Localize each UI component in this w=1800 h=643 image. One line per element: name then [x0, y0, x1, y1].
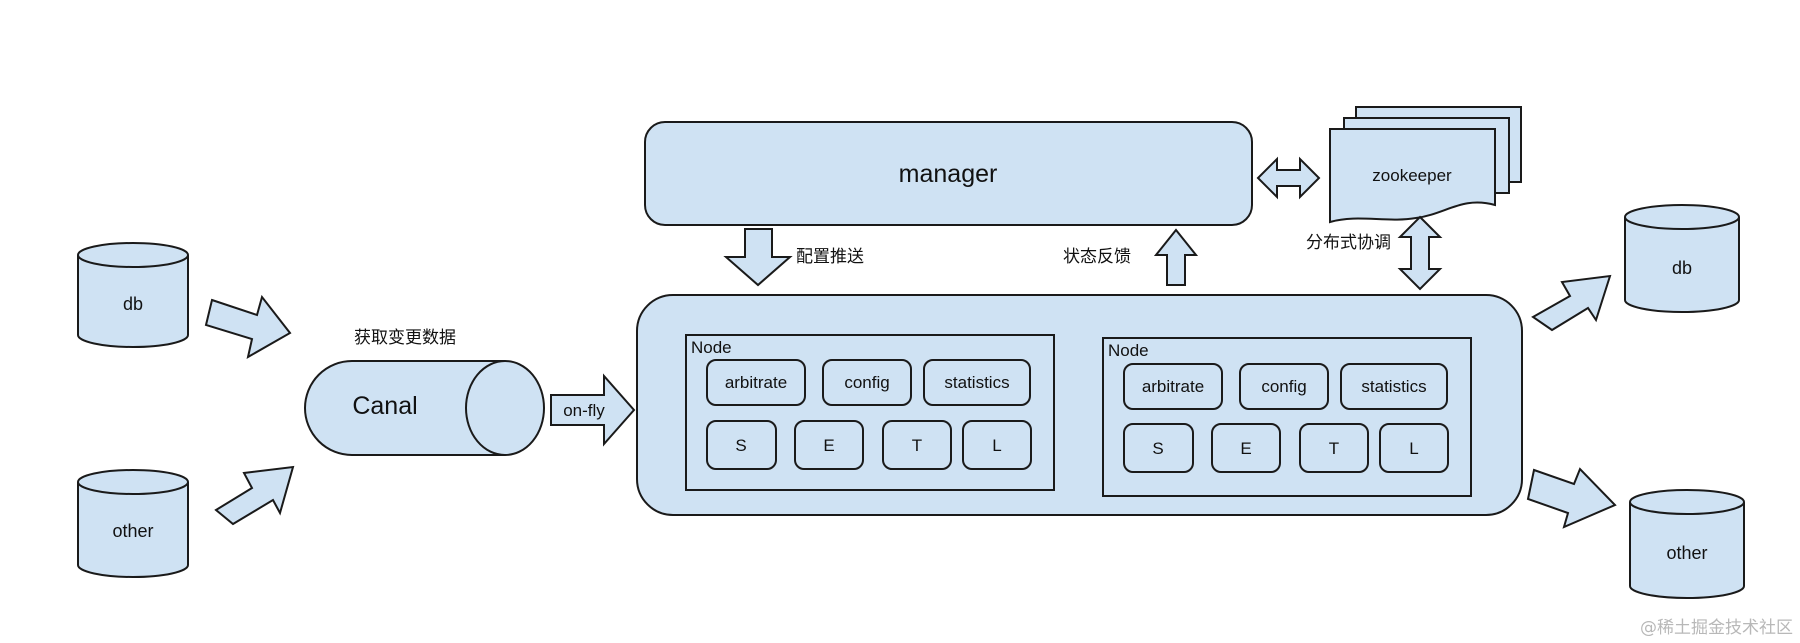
node-right-title: Node	[1108, 341, 1149, 360]
node-left-e	[794, 420, 864, 470]
node-left-l-label: L	[992, 436, 1001, 455]
node-left-s	[706, 420, 777, 470]
source-db-label: db	[123, 294, 143, 314]
node-left-e-label: E	[823, 436, 834, 455]
node-right-t-label: T	[1329, 439, 1339, 458]
target-other-cylinder: other	[1629, 489, 1745, 599]
manager-label: manager	[899, 160, 998, 188]
target-db-cylinder: db	[1624, 204, 1740, 313]
node-right-config-label: config	[1261, 377, 1306, 396]
node-right-arbitrate-label: arbitrate	[1142, 377, 1204, 396]
canal-cylinder: Canal	[304, 360, 545, 456]
manager-box	[644, 121, 1253, 226]
zookeeper-label: zookeeper	[1372, 166, 1452, 185]
node-left-config	[822, 359, 912, 406]
to-target-other-arrow	[1526, 467, 1617, 529]
node-right-s-label: S	[1152, 439, 1163, 458]
node-right-arbitrate	[1123, 363, 1223, 410]
node-left-t-label: T	[912, 436, 922, 455]
node-right-config	[1239, 363, 1329, 410]
coordination-arrow	[1397, 215, 1443, 291]
node-left-arbitrate	[706, 359, 806, 406]
node-left-s-label: S	[735, 436, 746, 455]
node-left-arbitrate-label: arbitrate	[725, 373, 787, 392]
to-target-db-arrow	[1531, 274, 1612, 332]
node-right-statistics-label: statistics	[1361, 377, 1426, 396]
source-db-cylinder: db	[77, 242, 189, 348]
node-right-e	[1211, 423, 1281, 473]
source-other-label: other	[112, 521, 153, 541]
other-to-canal-arrow	[214, 465, 295, 526]
node-panel-left: Node arbitrate config statistics S E T L	[685, 334, 1055, 491]
target-db-label: db	[1672, 258, 1692, 278]
node-left-title: Node	[691, 338, 732, 357]
node-right-statistics	[1340, 363, 1448, 410]
status-feedback-label: 状态反馈	[1063, 247, 1131, 267]
target-other-label: other	[1666, 543, 1707, 563]
zookeeper-stack: zookeeper	[1329, 106, 1522, 224]
status-feedback-arrow	[1153, 228, 1199, 286]
node-left-l	[962, 420, 1032, 470]
node-left-t	[882, 420, 952, 470]
node-left-config-label: config	[844, 373, 889, 392]
config-push-arrow	[723, 228, 793, 287]
node-right-l-label: L	[1409, 439, 1418, 458]
manager-zookeeper-arrow	[1256, 156, 1321, 200]
coordination-label: 分布式协调	[1306, 233, 1391, 253]
canal-label: Canal	[352, 392, 417, 420]
onfly-label: on-fly	[563, 401, 605, 420]
source-other-cylinder: other	[77, 469, 189, 578]
db-to-canal-arrow	[204, 294, 292, 359]
node-right-s	[1123, 423, 1194, 473]
node-panel-right: Node arbitrate config statistics S E T L	[1102, 337, 1472, 497]
watermark-text: @稀土掘金技术社区	[1640, 618, 1793, 638]
node-left-statistics	[923, 359, 1031, 406]
node-left-statistics-label: statistics	[944, 373, 1009, 392]
node-right-l	[1379, 423, 1449, 473]
canal-caption: 获取变更数据	[354, 328, 456, 348]
config-push-label: 配置推送	[796, 247, 864, 267]
node-right-t	[1299, 423, 1369, 473]
onfly-arrow	[550, 373, 636, 447]
node-right-e-label: E	[1240, 439, 1251, 458]
